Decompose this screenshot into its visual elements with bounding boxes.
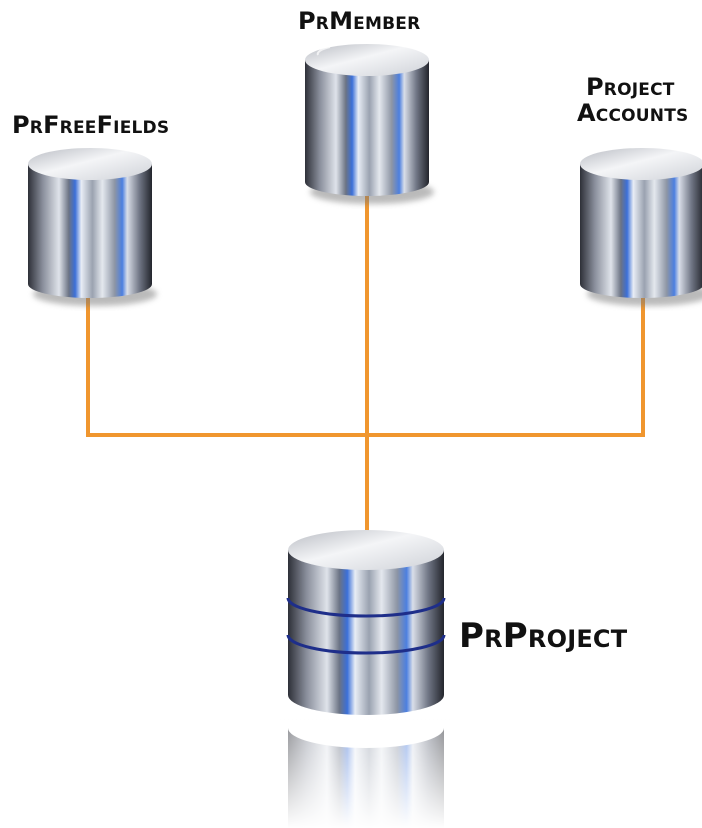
- projectaccounts-label-line1: Project: [586, 73, 675, 101]
- prmember-label: PrMember: [298, 7, 421, 35]
- reflection: [280, 715, 452, 828]
- connector-lines: [86, 194, 645, 532]
- prproject-label: PrProject: [459, 616, 628, 656]
- disk-separator: [286, 634, 446, 655]
- projectaccounts-label-line2: Accounts: [577, 99, 689, 128]
- projectaccounts-label: Project Accounts: [577, 73, 688, 127]
- prfreefields-label: PrFreeFields: [12, 111, 170, 139]
- database-icon: [305, 44, 434, 204]
- database-icon: [580, 148, 702, 306]
- database-icon: [28, 148, 157, 306]
- database-stacked-icon: [280, 530, 452, 828]
- disk-separator: [286, 597, 446, 618]
